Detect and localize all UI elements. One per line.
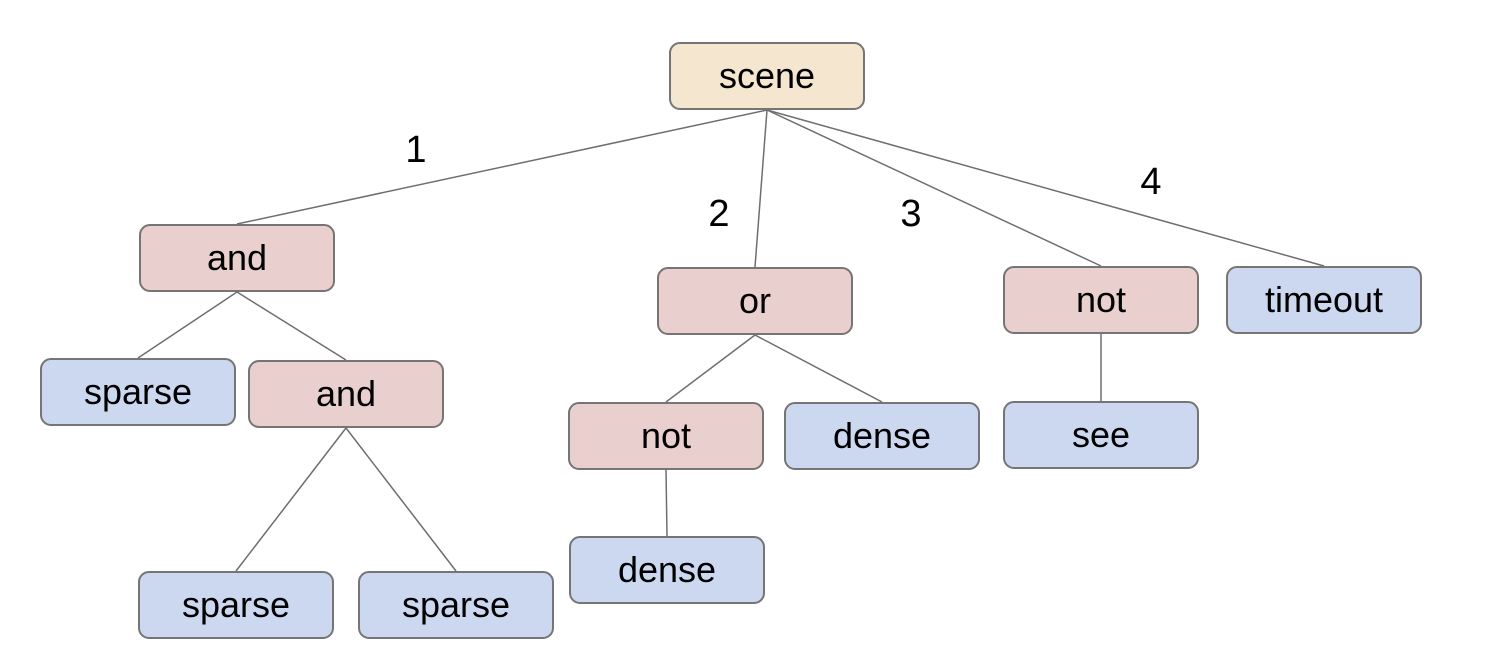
node-dense-2: dense	[569, 536, 765, 604]
node-not-1: not	[1003, 266, 1199, 334]
node-sparse-1: sparse	[40, 358, 236, 426]
node-dense-1: dense	[784, 402, 980, 470]
node-and-2: and	[248, 360, 444, 428]
edge-label-4: 4	[1140, 161, 1162, 203]
node-sparse-2: sparse	[138, 571, 334, 639]
edge-label-3: 3	[900, 193, 922, 235]
node-sparse-3: sparse	[358, 571, 554, 639]
node-see: see	[1003, 401, 1199, 469]
node-not-2: not	[568, 402, 764, 470]
node-and-1: and	[139, 224, 335, 292]
edge-label-2: 2	[708, 193, 730, 235]
node-timeout: timeout	[1226, 266, 1422, 334]
node-or: or	[657, 267, 853, 335]
node-scene: scene	[669, 42, 865, 110]
edge-label-1: 1	[405, 129, 427, 171]
